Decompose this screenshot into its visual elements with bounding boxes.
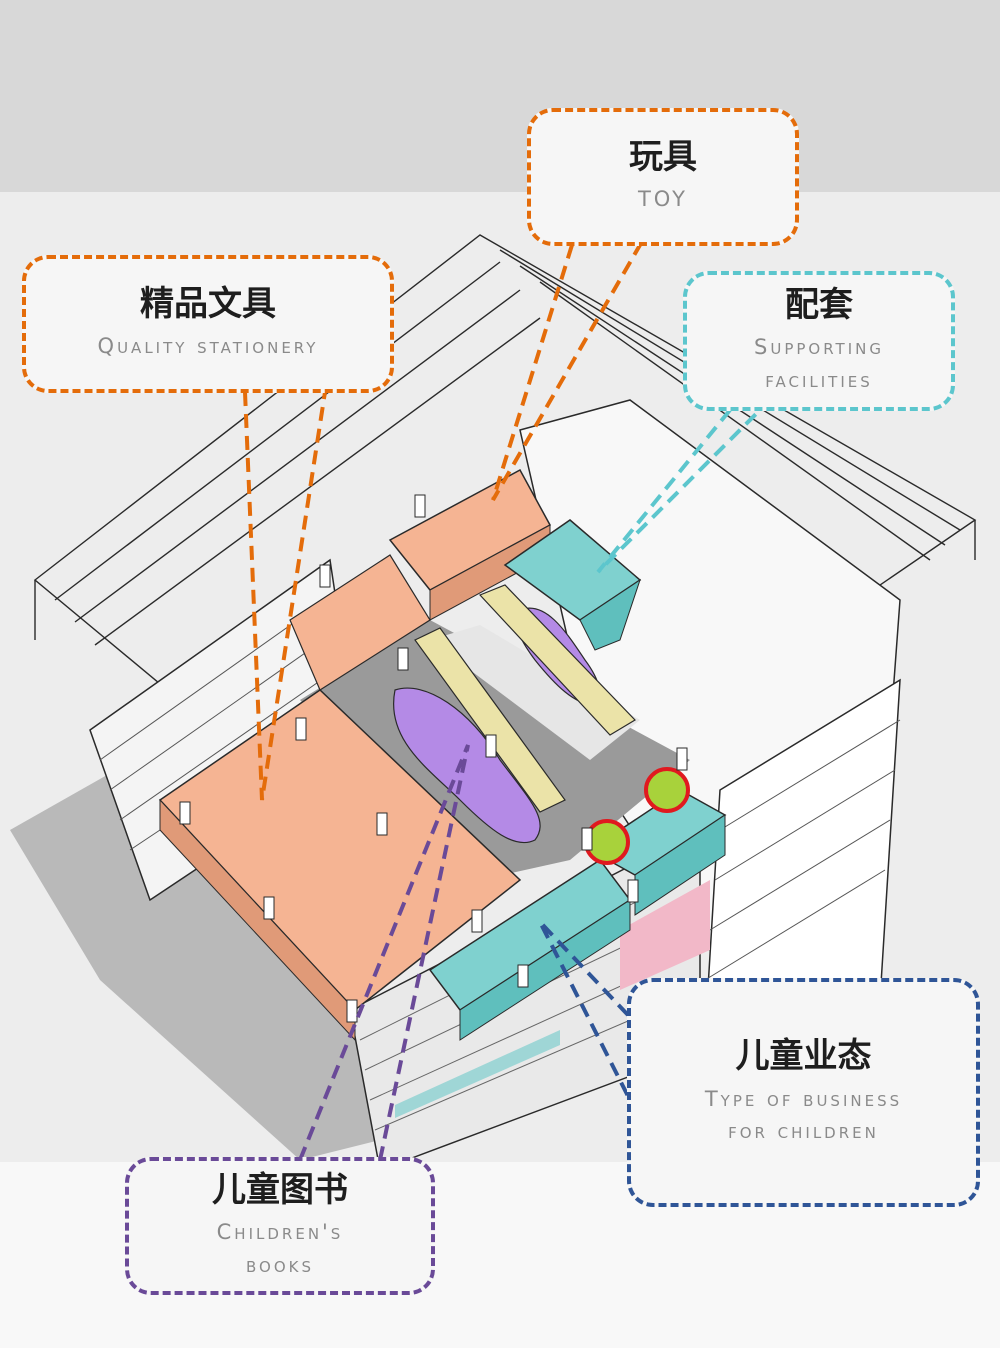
- pink-strip: [620, 880, 710, 990]
- right-facade-lines: [704, 719, 901, 981]
- callout-quality-stationery: 精品文具 Quality stationery: [22, 255, 394, 393]
- front-teal-strip: [395, 1030, 560, 1118]
- childrens-books-label-zh: 儿童图书: [212, 1169, 348, 1210]
- childrens-business-label-en-line2: for children: [728, 1119, 879, 1144]
- top-background-band: [0, 0, 1000, 192]
- stationery-block-side: [159, 798, 356, 1042]
- childrens-business-label-en-line1: Type of business: [704, 1086, 903, 1111]
- quality-stationery-label-en: Quality stationery: [97, 334, 319, 359]
- building-shadow: [10, 745, 420, 1160]
- childrens-books-label-en-line2: books: [245, 1252, 314, 1277]
- books-shelf-left: [393, 687, 541, 844]
- structural-columns: [179, 494, 688, 1023]
- childrens-business-bar-lower-side: [459, 899, 631, 1041]
- stationery-pointer: [243, 391, 327, 801]
- childrens-business-pointer: [538, 920, 637, 1111]
- atrium-ramp: [430, 625, 640, 760]
- callout-toy: 玩具 TOY: [527, 108, 799, 246]
- callout-childrens-business: 儿童业态 Type of business for children: [627, 978, 980, 1207]
- quality-stationery-label-zh: 精品文具: [140, 284, 276, 325]
- childrens-books-label-en: Children's books: [217, 1216, 344, 1281]
- supporting-pointer: [596, 408, 762, 574]
- toy-pointer: [491, 244, 642, 501]
- yellow-wall-left: [414, 627, 566, 813]
- childrens-business-label-en: Type of business for children: [705, 1083, 902, 1148]
- yellow-wall-right: [478, 584, 636, 736]
- supporting-label-zh: 配套: [785, 284, 853, 325]
- highlight-marker-1: [644, 767, 690, 813]
- callout-childrens-books: 儿童图书 Children's books: [125, 1157, 435, 1295]
- callout-supporting-facilities: 配套 Supporting facilities: [683, 271, 955, 411]
- childrens-books-label-en-line1: Children's: [216, 1220, 344, 1244]
- callout-pointers: [243, 244, 762, 1161]
- toy-label-en: TOY: [637, 187, 689, 212]
- childrens-business-label-zh: 儿童业态: [735, 1036, 872, 1077]
- supporting-label-en: Supporting facilities: [754, 331, 884, 396]
- childrens-books-pointer: [298, 744, 470, 1161]
- supporting-label-en-line2: facilities: [765, 367, 873, 392]
- supporting-label-en-line1: Supporting: [754, 335, 884, 359]
- supporting-block-side: [579, 578, 641, 651]
- toy-label-zh: 玩具: [629, 137, 697, 178]
